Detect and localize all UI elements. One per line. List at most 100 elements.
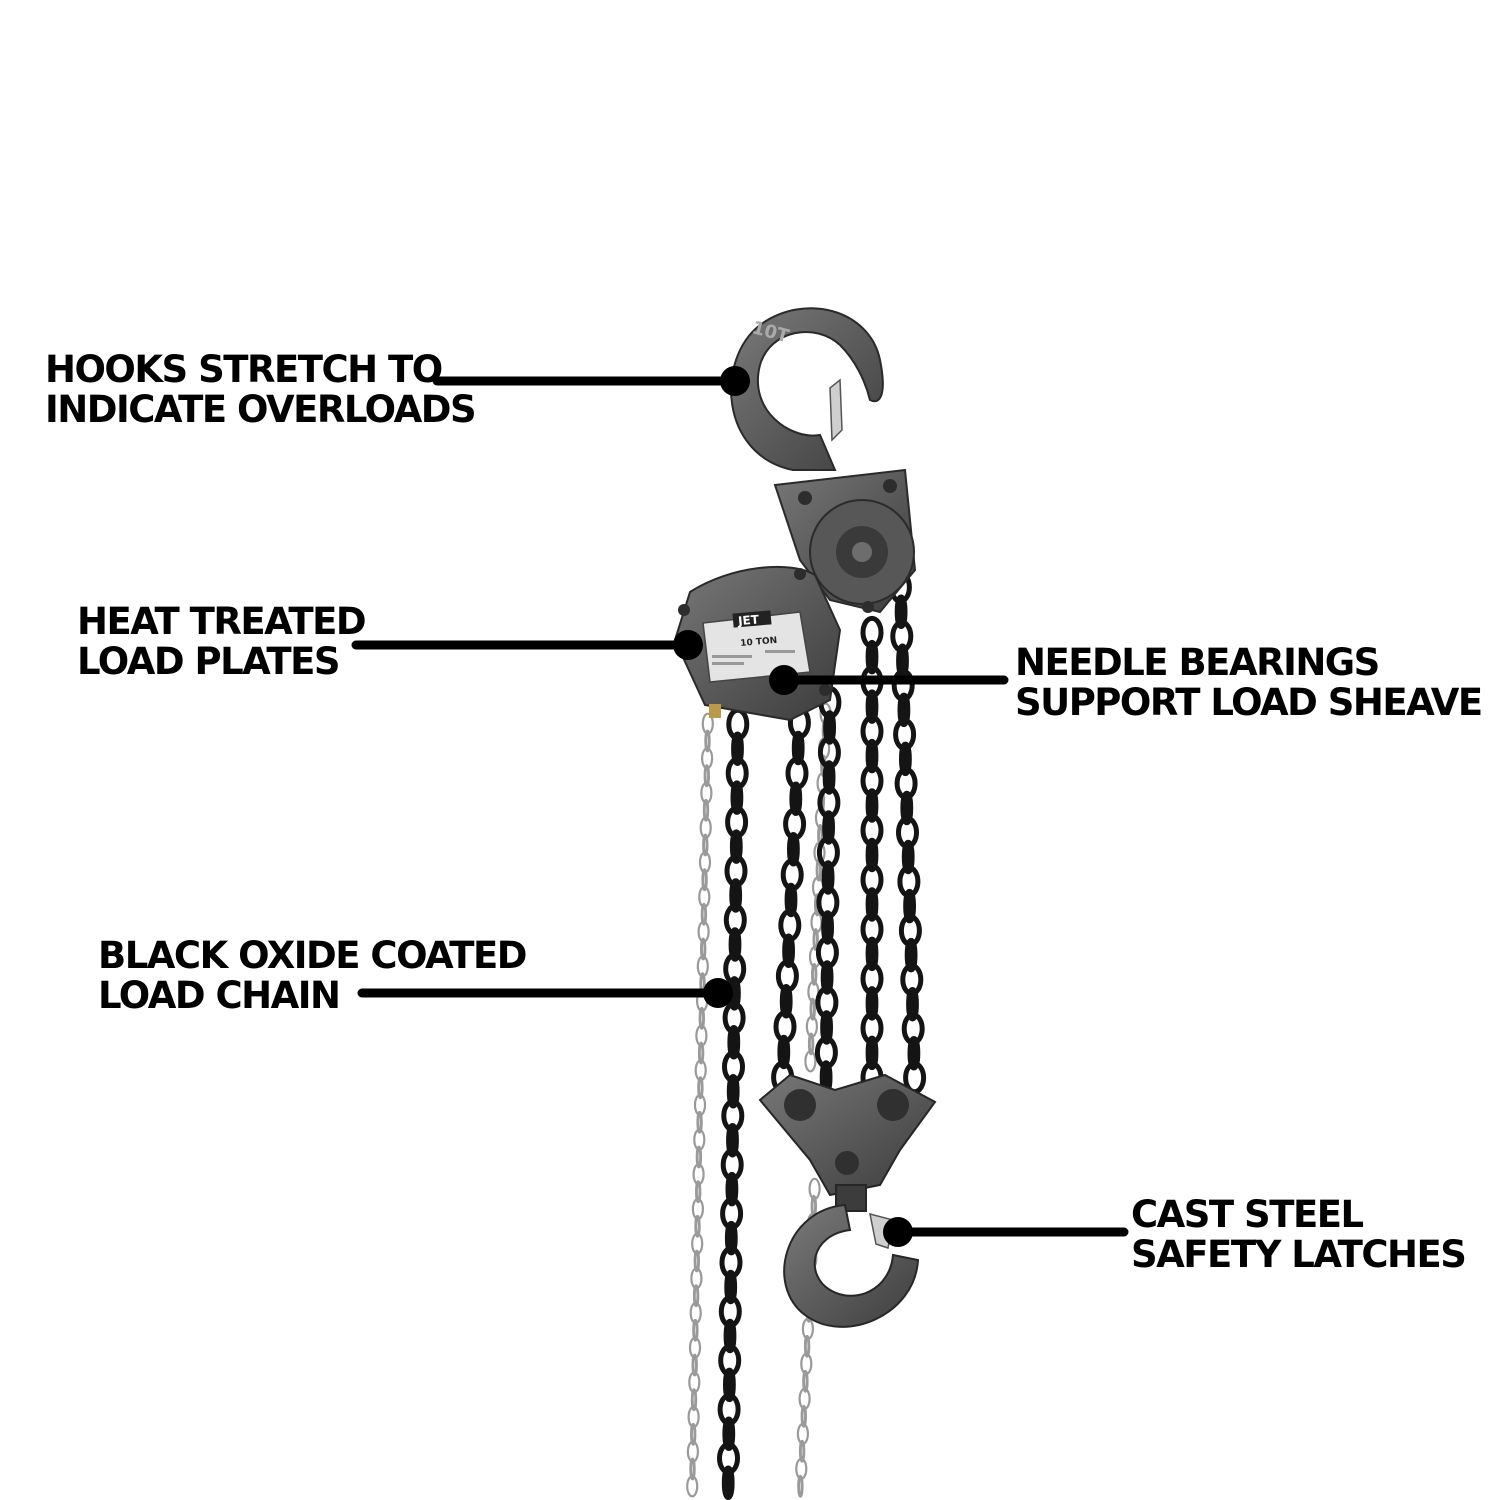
load-chain-link (723, 1367, 736, 1403)
bottom-hook (783, 1203, 920, 1328)
leader-dot-needle (769, 665, 799, 695)
callout-heat-line1: HEAT TREATED (77, 600, 367, 643)
load-chain-link (730, 780, 744, 815)
hand-chain-link (812, 928, 819, 952)
load-chain-link (724, 1220, 738, 1256)
callout-heat-line2: LOAD PLATES (77, 640, 341, 683)
load-chain-link (820, 1010, 833, 1045)
hand-chain-link (804, 1050, 817, 1073)
hand-chain-link (695, 1145, 703, 1169)
hand-chain-link (811, 962, 818, 986)
hand-chain-link (695, 1180, 702, 1204)
hand-chain-link (697, 1041, 705, 1065)
hand-chain-link (690, 1422, 697, 1446)
load-chain-link (906, 986, 919, 1022)
bottom-block (758, 1073, 937, 1212)
load-chain-link (897, 692, 911, 728)
hand-chain-link (798, 1439, 806, 1463)
callout-heat-treated: HEAT TREATED LOAD PLATES (77, 600, 367, 683)
hand-chain-link (698, 1006, 705, 1030)
load-chain-link (728, 927, 742, 962)
hand-chain-link (693, 1249, 700, 1273)
load-chain-link (820, 960, 834, 995)
callout-cast-line2: SAFETY LATCHES (1131, 1233, 1467, 1276)
callout-needle-bearings: NEEDLE BEARINGS SUPPORT LOAD SHEAVE (1015, 641, 1483, 724)
load-chain-link (721, 1465, 735, 1500)
hand-chain-link (686, 1475, 699, 1498)
load-chain-link (900, 790, 914, 826)
hand-chain-link (809, 997, 816, 1021)
load-chain-link (727, 1025, 741, 1060)
load-chain-link (899, 741, 912, 777)
hand-chain-link (803, 1334, 811, 1358)
load-chain-link (723, 1318, 737, 1354)
hand-chain-link (807, 1032, 815, 1056)
callout-leaders (351, 366, 1129, 1247)
load-chain-link (894, 594, 908, 630)
hand-chain-link (691, 1353, 698, 1377)
load-chain-link (726, 1122, 739, 1158)
hand-chain-link (802, 1369, 809, 1393)
hand-chain-link (689, 1457, 696, 1481)
hand-chain-link (701, 868, 708, 892)
leader-dot-black (703, 978, 733, 1008)
load-chain-link (865, 689, 879, 724)
callout-needle-line1: NEEDLE BEARINGS (1015, 641, 1380, 684)
callout-black-line1: BLACK OXIDE COATED (98, 934, 528, 977)
callout-cast-steel: CAST STEEL SAFETY LATCHES (1131, 1193, 1467, 1276)
callout-hooks-line1: HOOKS STRETCH TO (45, 348, 443, 391)
leader-dot-hooks (720, 366, 750, 396)
callout-hooks-stretch: HOOKS STRETCH TO INDICATE OVERLOADS (45, 348, 477, 430)
top-hook: 10T (730, 307, 884, 471)
load-chain-link (865, 639, 879, 675)
load-chain-link (724, 1269, 738, 1305)
hand-chain-link (692, 1284, 700, 1308)
hand-chain-link (690, 1388, 698, 1412)
load-chain-link (901, 839, 915, 875)
hand-chain-link (702, 833, 709, 857)
callout-black-line2: LOAD CHAIN (98, 974, 341, 1017)
load-chain-link (726, 1074, 740, 1109)
load-chain-link (722, 1416, 736, 1452)
load-chain-link (865, 738, 879, 774)
load-chain-link (904, 937, 918, 973)
hand-chain-link (697, 1076, 704, 1100)
load-chain-link (907, 1035, 921, 1071)
load-chain-link (822, 810, 835, 845)
load-chain-link (903, 888, 916, 924)
load-chain-link (865, 788, 879, 823)
load-chain-link (729, 829, 743, 864)
callout-black-oxide: BLACK OXIDE COATED LOAD CHAIN (98, 934, 528, 1017)
leader-dot-heat (673, 630, 703, 660)
load-chain-link (865, 837, 879, 873)
hand-chain-link (702, 798, 710, 822)
load-chain-link (823, 710, 836, 745)
load-chain-link (865, 936, 879, 972)
hand-chain-link (800, 1404, 807, 1428)
load-chain-link (821, 860, 835, 895)
load-chain-link (865, 986, 879, 1021)
brand-logo: JET (737, 612, 761, 628)
load-chain-link (729, 878, 743, 913)
hand-chain-link (797, 1474, 804, 1498)
callout-needle-line2: SUPPORT LOAD SHEAVE (1015, 681, 1483, 724)
load-chain-link (731, 731, 744, 766)
hand-chain-link (703, 764, 710, 788)
load-chain-link (865, 1035, 879, 1071)
hand-chain-link (704, 729, 711, 753)
leader-dot-cast (883, 1217, 913, 1247)
capacity-marking: 10 TON (740, 636, 778, 649)
load-chain-link (822, 760, 836, 795)
load-chain-link (865, 887, 879, 922)
hoist-frame (773, 468, 917, 614)
hand-chain-link (694, 1214, 701, 1238)
load-chain-link (821, 910, 834, 945)
hand-chain-link (692, 1318, 699, 1342)
load-chain-link (896, 643, 909, 679)
hand-chain-link (696, 1110, 703, 1134)
load-chain-link (725, 1171, 739, 1207)
callout-cast-line1: CAST STEEL (1131, 1193, 1364, 1236)
hand-chain-link (700, 937, 707, 961)
